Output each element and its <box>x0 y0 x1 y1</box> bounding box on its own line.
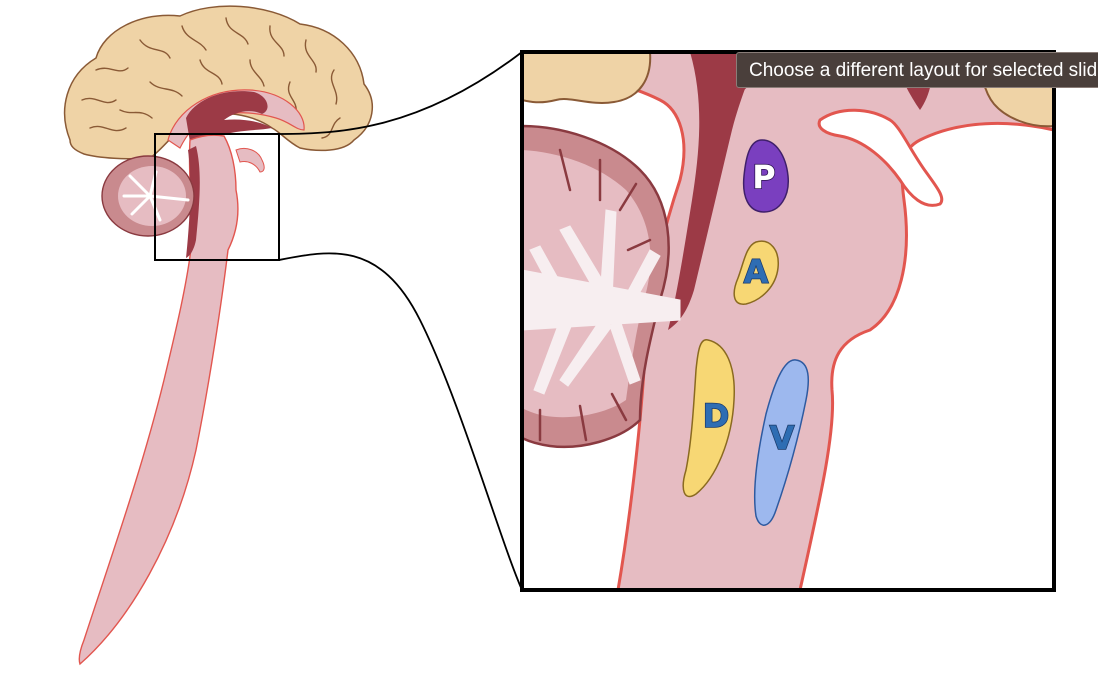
region-p: P <box>742 139 789 213</box>
cerebral-aqueduct <box>668 52 760 330</box>
cerebellum-large <box>522 124 681 449</box>
region-a: A <box>733 240 779 305</box>
cerebellum-small <box>101 155 195 237</box>
ventricle-recess <box>817 108 944 207</box>
region-d-label: D <box>703 397 730 435</box>
region-p-shape <box>742 139 789 213</box>
region-v-label: V <box>770 419 795 457</box>
brainstem-small <box>78 134 239 666</box>
region-d: D <box>682 339 735 498</box>
layout-tooltip: Choose a different layout for selected s… <box>736 52 1098 88</box>
lateral-ventricle <box>186 91 272 142</box>
cortex-piece-left <box>522 52 652 104</box>
sagittal-brain <box>63 5 373 666</box>
region-a-shape <box>733 240 779 305</box>
region-p-label: P <box>752 158 775 196</box>
zoomed-brainstem: P A D V <box>522 52 1054 590</box>
region-v: V <box>754 359 810 526</box>
zoom-connector-bottom <box>278 252 523 591</box>
zoom-region-box <box>154 133 280 261</box>
region-d-shape <box>682 339 735 498</box>
region-a-label: A <box>744 253 769 291</box>
zoom-connector-top <box>278 51 523 135</box>
region-v-shape <box>754 359 810 526</box>
hypothalamus-bump <box>235 147 265 173</box>
